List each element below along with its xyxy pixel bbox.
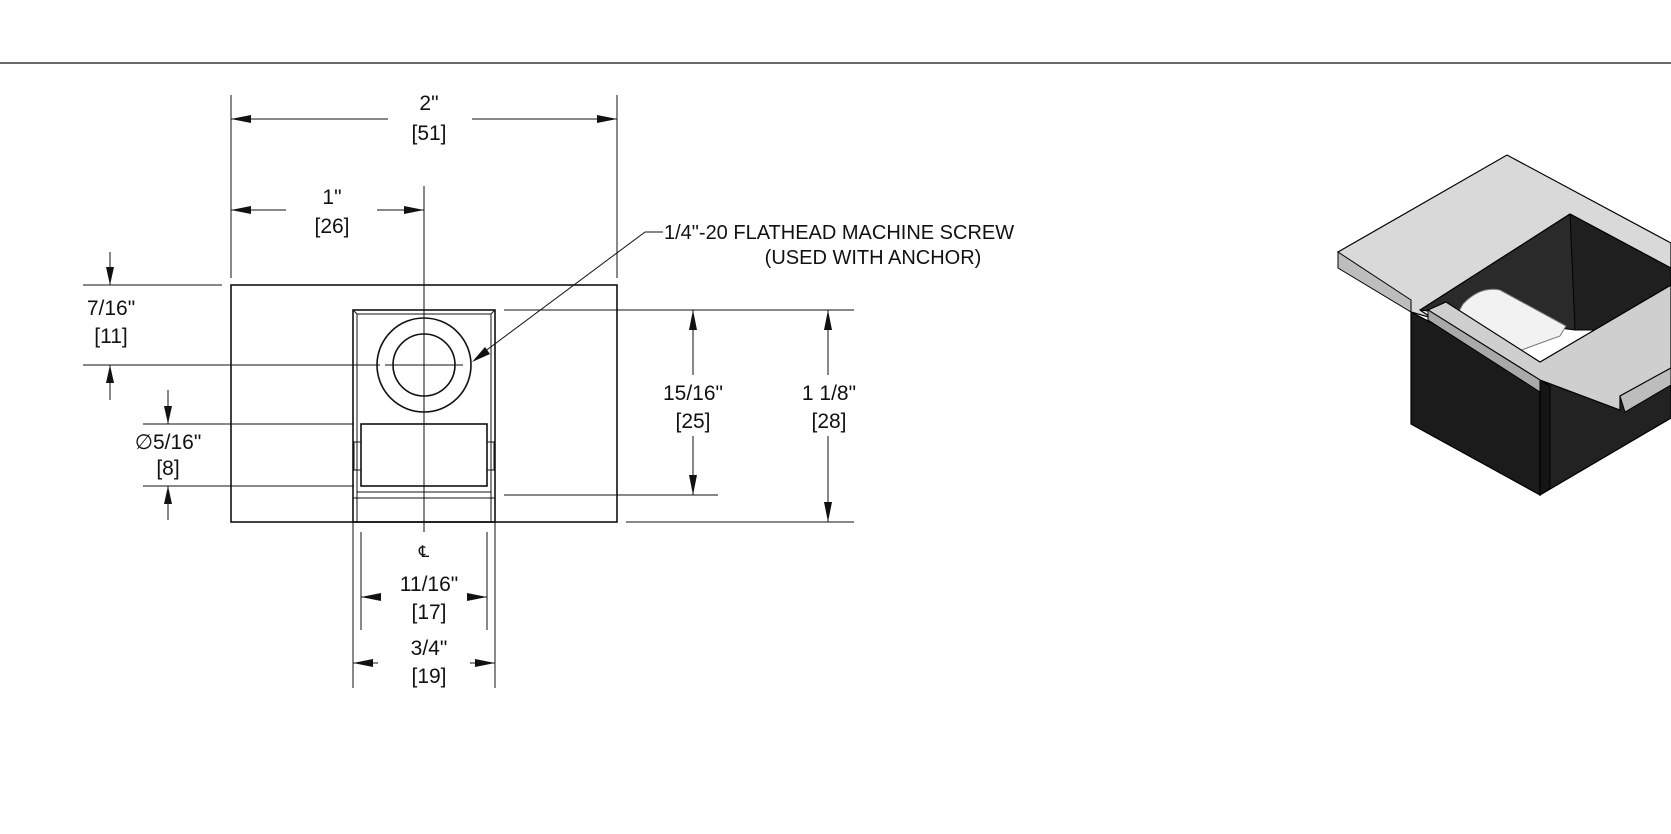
callout-line2: (USED WITH ANCHOR) <box>765 247 982 269</box>
dim-top-offset: 7/16" [11] <box>83 252 380 400</box>
iso-ledge <box>1619 367 1671 413</box>
dim-inner-depth: 15/16" [25] <box>504 309 723 496</box>
iso-step-face <box>1539 379 1551 496</box>
dim-overall-width-imperial: 2" <box>419 92 438 115</box>
dim-center-width-metric: [26] <box>314 215 349 238</box>
dim-inner-depth-metric: [25] <box>675 410 710 433</box>
iso-top-plate-edge <box>1337 251 1412 313</box>
dim-hole-diameter: ∅5/16" [8] <box>135 390 354 520</box>
dim-overall-height-metric: [28] <box>811 410 846 433</box>
dim-overall-height: 1 1/8" [28] <box>626 309 856 523</box>
dim-inner-width-metric: [17] <box>411 601 446 624</box>
screw-callout: 1/4"-20 FLATHEAD MACHINE SCREW (USED WIT… <box>472 222 1014 362</box>
dim-top-offset-metric: [11] <box>94 325 128 348</box>
dim-outer-channel-width-imperial: 3/4" <box>411 637 448 660</box>
dim-overall-height-imperial: 1 1/8" <box>802 382 856 405</box>
dim-top-offset-imperial: 7/16" <box>87 297 135 320</box>
dim-outer-channel-width: 3/4" [19] <box>352 522 496 688</box>
dim-overall-width-metric: [51] <box>411 122 446 145</box>
dim-overall-width: 2" [51] <box>230 92 618 278</box>
dim-inner-width-imperial: 11/16" <box>400 573 458 596</box>
iso-top-plate <box>1336 154 1671 319</box>
dim-inner-width: 11/16" [17] <box>360 532 488 630</box>
dim-center-width: 1" [26] <box>230 186 424 278</box>
isometric-view <box>1336 154 1671 497</box>
dim-hole-diameter-metric: [8] <box>156 457 179 480</box>
dim-inner-depth-imperial: 15/16" <box>663 382 723 405</box>
dim-hole-diameter-imperial: ∅5/16" <box>135 431 202 454</box>
centerline-symbol: ℄ <box>418 542 430 561</box>
callout-line1: 1/4"-20 FLATHEAD MACHINE SCREW <box>664 222 1014 244</box>
dim-center-width-imperial: 1" <box>322 186 341 209</box>
dim-outer-channel-width-metric: [19] <box>411 665 446 688</box>
front-view <box>230 186 618 532</box>
iso-front-lip-top <box>1426 284 1671 411</box>
